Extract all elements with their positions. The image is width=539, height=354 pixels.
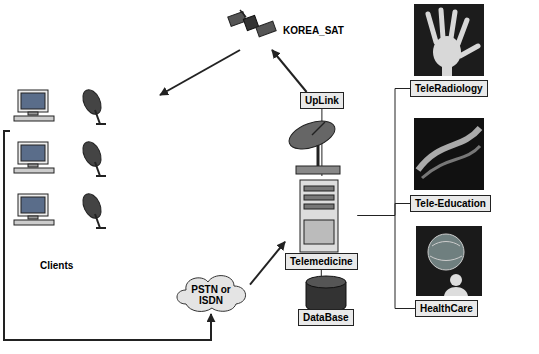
client-computers bbox=[14, 87, 106, 228]
database-cylinder bbox=[306, 276, 346, 312]
node-label: PSTN or ISDN bbox=[186, 284, 236, 306]
service-box: HealthCare bbox=[415, 300, 478, 317]
network-cloud: PSTN or ISDN bbox=[172, 272, 250, 314]
connector bbox=[272, 50, 307, 92]
connector bbox=[321, 270, 322, 276]
node-label: Tele-Education bbox=[410, 195, 491, 212]
uplink-dish bbox=[285, 116, 340, 174]
satellite-icon bbox=[228, 10, 276, 37]
satellite-node: KOREA_SAT bbox=[225, 5, 355, 50]
node-label: Telemedicine bbox=[285, 253, 358, 270]
clients-group: Clients bbox=[10, 82, 160, 278]
node-label: KOREA_SAT bbox=[283, 25, 344, 36]
node-label: HealthCare bbox=[415, 300, 478, 317]
service-box: Tele-Education bbox=[410, 195, 491, 212]
connector bbox=[160, 50, 240, 95]
education-image bbox=[414, 118, 484, 190]
service-box: TeleRadiology bbox=[410, 80, 488, 97]
xray-hand-image bbox=[414, 4, 484, 76]
connector bbox=[250, 242, 285, 285]
server-node: Telemedicine bbox=[285, 176, 358, 270]
node-label: Clients bbox=[40, 260, 73, 271]
database-node: DataBase bbox=[298, 276, 354, 326]
uplink-box: UpLink bbox=[300, 92, 344, 109]
connector bbox=[4, 131, 211, 340]
connector bbox=[358, 204, 410, 216]
server-tower bbox=[300, 180, 338, 252]
healthcare-image bbox=[416, 226, 482, 296]
node-label: UpLink bbox=[300, 92, 344, 109]
connector bbox=[358, 89, 410, 216]
node-label: TeleRadiology bbox=[410, 80, 488, 97]
connector bbox=[358, 216, 415, 309]
node-label: DataBase bbox=[298, 309, 354, 326]
